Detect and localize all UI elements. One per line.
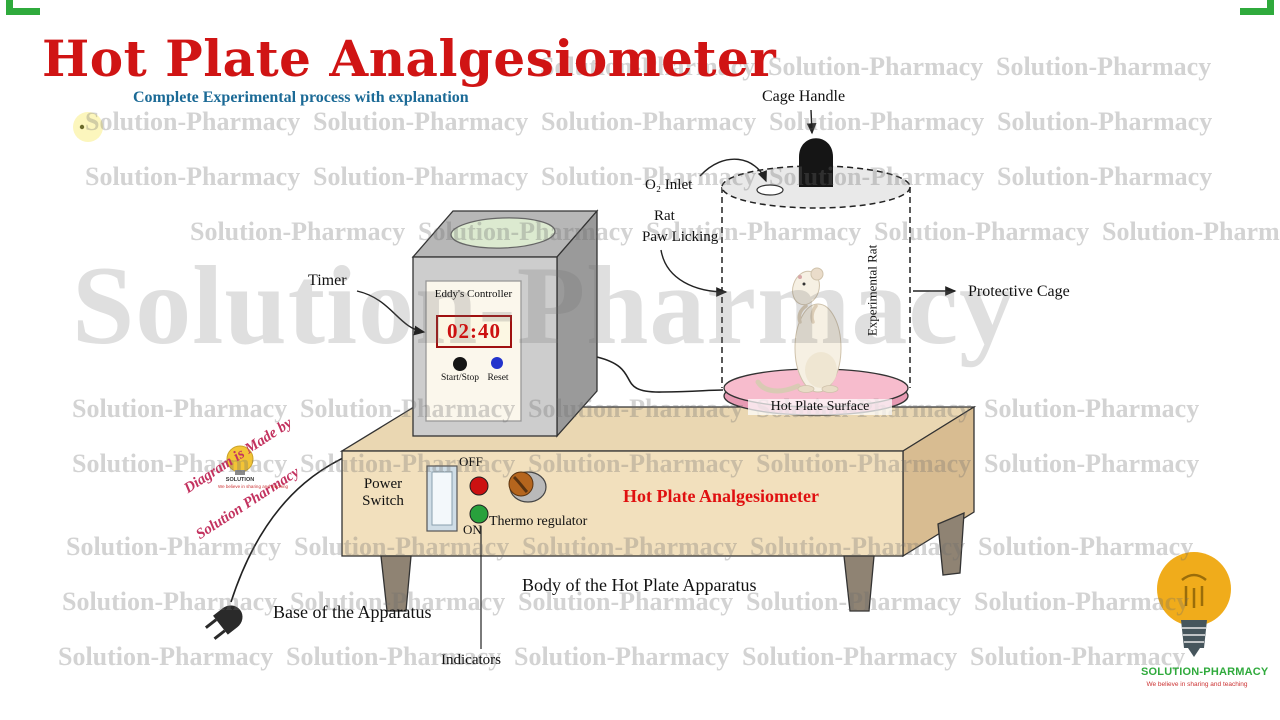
timer-display: [436, 315, 512, 348]
off-label: OFF: [459, 454, 483, 469]
power-switch: [426, 465, 458, 532]
controller-panel-title: Eddy's Controller: [434, 288, 513, 300]
thermo-regulator-label: Thermo regulator: [489, 514, 588, 529]
credit-mini-logo-text: SOLUTION: [225, 477, 255, 483]
o2-inlet-label: O₂ Inlet: [645, 177, 693, 193]
reset-button: [491, 357, 503, 369]
o2-inlet-arrow: [699, 158, 767, 183]
reset-label: Reset: [487, 373, 509, 383]
experimental-rat-figure: [755, 267, 842, 394]
start-stop-button: [453, 357, 467, 371]
page-subtitle: Complete Experimental process with expla…: [133, 89, 469, 106]
o2-inlet-hole: [756, 184, 784, 196]
brand-tagline: We believe in sharing and teaching: [1146, 681, 1248, 688]
bulb-dot: [73, 112, 103, 142]
brand-name: SOLUTION-PHARMACY: [1141, 666, 1269, 678]
power-switch-label: Power Switch: [346, 476, 420, 511]
indicator-green: [469, 504, 489, 524]
experimental-rat-label: Experimental Rat: [864, 244, 880, 337]
rat-paw-licking-label-line1: Rat: [654, 208, 675, 224]
timer-value: 02:40: [447, 319, 501, 343]
on-label: ON: [463, 522, 482, 537]
credit-mini-logo-tagline: We believe in sharing and teaching: [218, 484, 288, 489]
rat-paw-licking-label-line2: Paw Licking: [642, 229, 719, 245]
controller-cable: [596, 356, 724, 393]
controller-box: [411, 209, 599, 438]
cage-handle: [799, 138, 833, 187]
start-stop-label: Start/Stop: [440, 373, 479, 383]
table-leg-front-right: [843, 555, 875, 612]
base-label: Base of the Apparatus: [273, 602, 432, 622]
indicators-label: Indicators: [441, 652, 501, 668]
protective-cage: [721, 138, 911, 388]
protective-cage-label: Protective Cage: [968, 283, 1070, 300]
cage-handle-label: Cage Handle: [762, 88, 846, 105]
hot-plate-surface-label: Hot Plate Surface: [748, 399, 892, 416]
body-label: Body of the Hot Plate Apparatus: [522, 575, 757, 595]
brand-logo-bulb: [1157, 552, 1231, 657]
table-leg-front-left: [380, 555, 412, 612]
page-title: Hot Plate Analgesiometer: [42, 29, 777, 88]
controller-top-vent: [450, 217, 556, 249]
label-arrows: [356, 109, 957, 336]
cage-handle-arrow: [806, 109, 817, 135]
controller-panel: [425, 280, 522, 422]
thermo-regulator-knob: [508, 471, 547, 503]
apparatus-title: Hot Plate Analgesiometer: [623, 486, 819, 506]
power-plug-icon: [204, 605, 243, 640]
power-switch-label-line1: Power: [363, 476, 403, 492]
timer-label: Timer: [308, 272, 347, 289]
table-leg-back-right: [937, 511, 965, 576]
credit-mini-logo: [226, 445, 254, 475]
paw-licking-arrow: [660, 249, 728, 297]
power-switch-label-line2: Switch: [362, 493, 404, 510]
indicator-red: [469, 476, 489, 496]
corner-marks: [6, 0, 1274, 15]
timer-arrow: [356, 290, 426, 336]
